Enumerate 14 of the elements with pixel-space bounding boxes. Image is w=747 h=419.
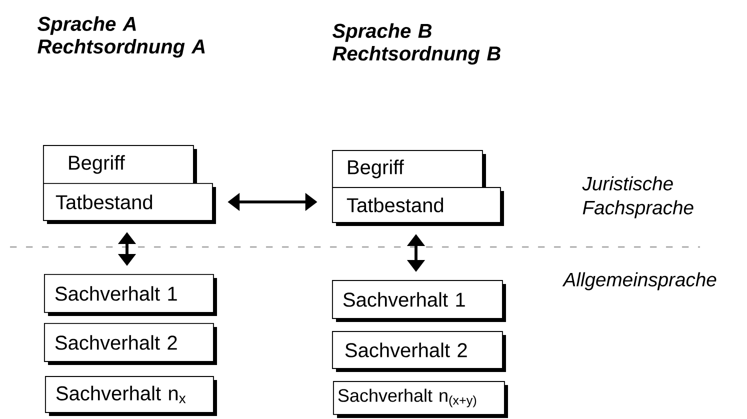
side-label: Juristische Fachsprache xyxy=(582,176,694,218)
text-box: Sachverhalt n$_{x}$ xyxy=(45,376,217,416)
text-box: Sachverhalt n$_{(x+y)}$ xyxy=(333,381,508,418)
text-box: Begriff xyxy=(43,145,197,187)
text-box: Sachverhalt 1 xyxy=(332,280,506,322)
text-box: Sachverhalt 2 xyxy=(44,323,217,365)
heading: Sprache A Rechtsordnung A xyxy=(38,16,205,58)
text-box: Sachverhalt 2 xyxy=(332,331,506,372)
text-box: Begriff xyxy=(332,150,486,191)
heading: Sprache B Rechtsordnung B xyxy=(332,23,500,65)
text-box: Sachverhalt 1 xyxy=(44,274,217,316)
side-label: Allgemeinsprache xyxy=(562,272,716,290)
text-box: Tatbestand xyxy=(332,187,504,226)
text-box: Tatbestand xyxy=(43,183,216,224)
